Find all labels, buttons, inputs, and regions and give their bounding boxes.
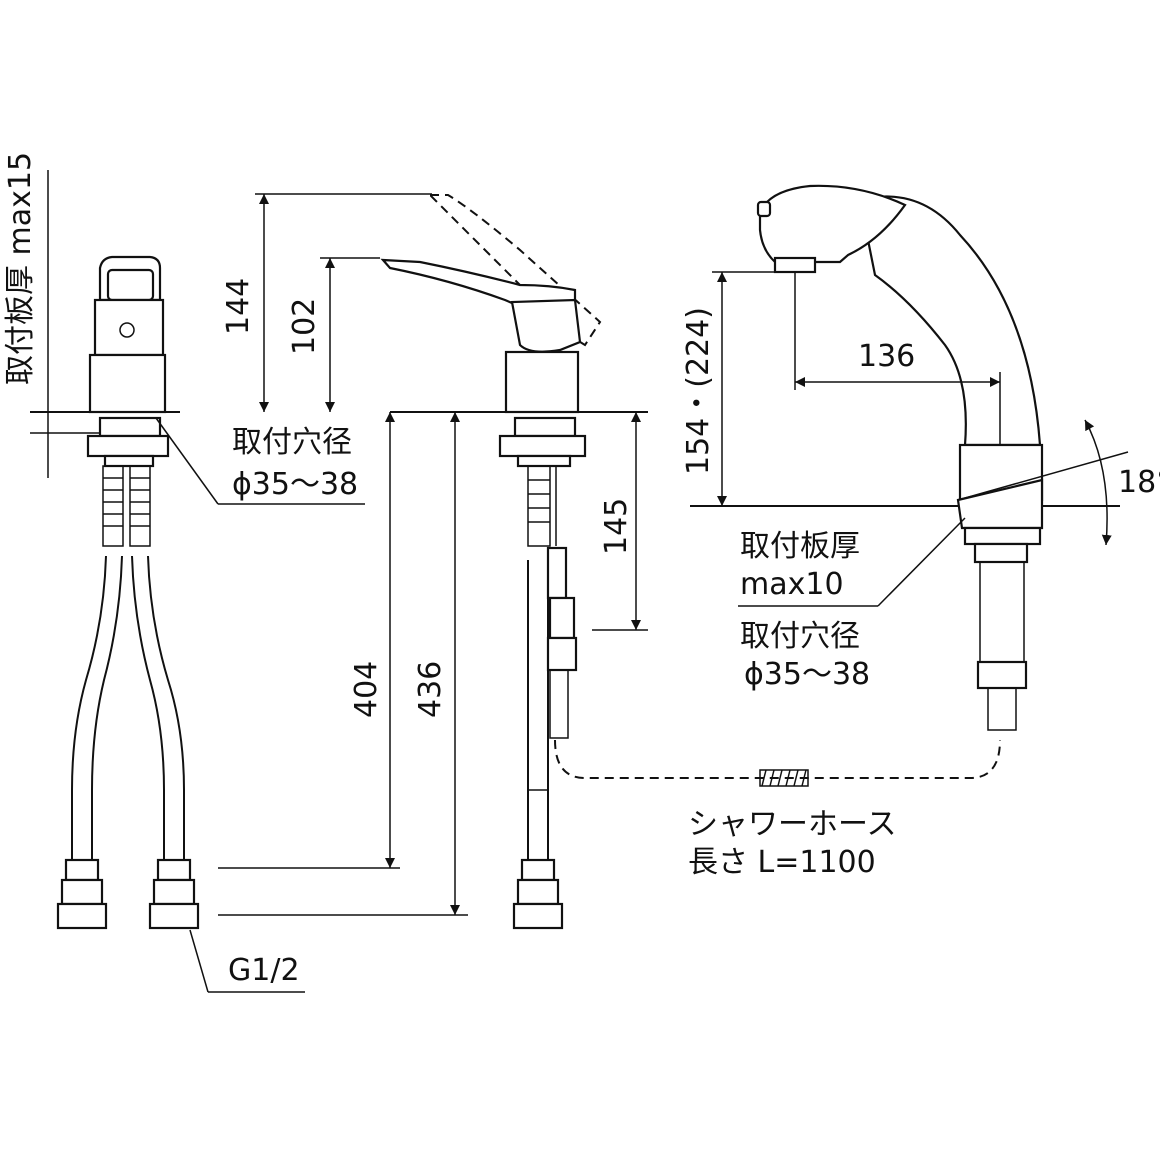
dim-145-label: 145 [599, 498, 634, 555]
shower-head [758, 184, 907, 264]
lock-nut-front [86, 434, 170, 458]
faucet-base-side [504, 350, 580, 414]
dim-102-label: 102 [287, 298, 322, 355]
hose-connector [546, 546, 568, 600]
spout-neck [858, 195, 1042, 447]
dim-spout-height-label: 154・(224) [681, 307, 716, 475]
hole-value-front: ϕ35～38 [232, 467, 358, 502]
shower-hose-dashed [554, 739, 1001, 779]
handle-body-front [93, 298, 165, 357]
lock-nut-side [498, 434, 587, 458]
hole-title-spout: 取付穴径 [740, 619, 860, 654]
plate-thickness-label-front: 取付板厚 max15 [3, 152, 38, 385]
spout-view: 154・(224) 136 18° 取付板厚 max10 取付穴径 ϕ35～38… [554, 184, 1160, 880]
dim-436-label: 436 [413, 661, 448, 718]
hose-title-label: シャワーホース [688, 807, 897, 842]
hose-length-label: 長さ L=1100 [688, 845, 876, 880]
thread-label: G1/2 [228, 953, 300, 988]
dim-spout-reach-label: 136 [858, 339, 915, 374]
dim-404-label: 404 [349, 661, 384, 718]
side-view: 144 102 145 404 436 [218, 193, 648, 930]
angle-arc [1084, 419, 1112, 546]
plate-value-spout: max10 [740, 567, 844, 602]
fitting-left [56, 902, 108, 930]
fitting-right [148, 902, 200, 930]
faucet-base-front [88, 353, 167, 414]
spout-outlet-fitting [976, 660, 1028, 690]
plate-title-spout: 取付板厚 [740, 529, 860, 564]
supply-tube-left [71, 465, 124, 860]
dim-angle-label: 18° [1118, 465, 1160, 500]
supply-tube-right [129, 465, 185, 860]
front-view: 取付板厚 max15 取付穴径 ϕ35～38 G1/2 [3, 152, 365, 993]
hole-title-front: 取付穴径 [232, 425, 352, 460]
fitting-side [512, 902, 564, 930]
hole-value-spout: ϕ35～38 [744, 657, 870, 692]
dim-144-label: 144 [221, 278, 256, 335]
